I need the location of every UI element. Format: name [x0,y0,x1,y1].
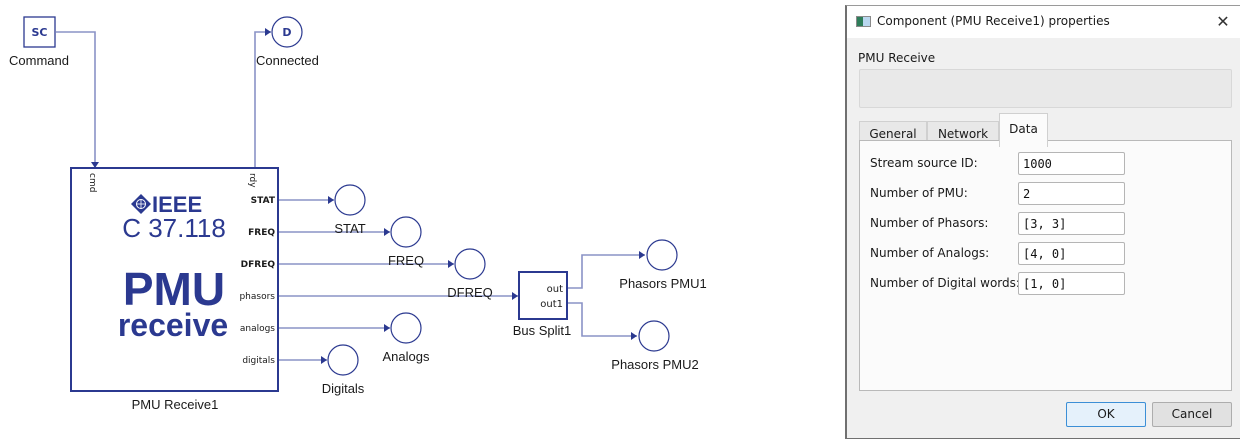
tab-data-label: Data [1009,122,1038,136]
phasors-pmu1-label: Phasors PMU1 [619,276,706,291]
freq-output-label: FREQ [388,253,424,268]
ieee-diamond-icon [131,194,151,214]
close-icon: ✕ [1216,12,1230,31]
standard-text: C 37.118 [122,213,226,243]
pmu-receive-block[interactable]: cmd rdy IEEE C 37.118 PMU receive STAT F… [70,167,279,392]
ieee-text: IEEE [152,192,202,217]
connected-output-block[interactable]: D [271,16,303,48]
data-tab-panel: Stream source ID: Number of PMU: Number … [859,140,1232,391]
number-of-pmu-input[interactable] [1018,182,1125,205]
cancel-button[interactable]: Cancel [1152,402,1232,427]
port-digitals: digitals [242,356,275,366]
port-dfreq: DFREQ [241,260,276,270]
wires [56,28,645,364]
wire-rdy-connected[interactable] [254,28,271,168]
stream-source-id-input[interactable] [1018,152,1125,175]
tab-data[interactable]: Data [999,113,1048,147]
port-analogs: analogs [240,324,275,334]
number-of-digital-words-input[interactable] [1018,272,1125,295]
phasors-pmu2-output[interactable] [638,320,670,352]
command-label: Command [9,53,69,68]
connected-label: Connected [256,53,319,68]
number-of-digital-words-label: Number of Digital words: [870,276,1020,290]
port-out1: out1 [540,299,563,310]
port-freq: FREQ [248,228,275,238]
wire-command-cmd[interactable] [56,31,99,168]
receive-title: receive [118,307,228,343]
stat-output[interactable] [334,184,366,216]
number-of-analogs-input[interactable] [1018,242,1125,265]
component-type-label: PMU Receive [858,51,936,65]
description-box [859,69,1232,108]
digitals-output-label: Digitals [322,381,365,396]
digitals-output[interactable] [327,344,359,376]
analogs-output[interactable] [390,312,422,344]
analogs-output-label: Analogs [383,349,430,364]
ok-button[interactable]: OK [1066,402,1146,427]
stat-output-label: STAT [334,221,365,236]
properties-dialog: Component (PMU Receive1) properties ✕ PM… [845,5,1240,439]
number-of-analogs-label: Number of Analogs: [870,246,990,260]
phasors-pmu1-output[interactable] [646,239,678,271]
dialog-title: Component (PMU Receive1) properties [877,14,1110,28]
dfreq-output-label: DFREQ [447,285,493,300]
port-rdy: rdy [247,173,257,188]
app-icon [856,16,871,27]
command-source-block[interactable]: SC [23,16,56,48]
stream-source-id-label: Stream source ID: [870,156,978,170]
freq-output[interactable] [390,216,422,248]
port-phasors: phasors [239,292,275,302]
tab-general-label: General [869,127,917,141]
wire-out1-pmu2[interactable] [567,302,637,340]
bus-split-name: Bus Split1 [513,323,572,338]
tab-network-label: Network [937,127,989,141]
connected-glyph: D [282,26,291,39]
wire-out-pmu1[interactable] [567,251,645,289]
number-of-phasors-input[interactable] [1018,212,1125,235]
port-out: out [547,284,563,295]
pmu-block-name: PMU Receive1 [132,397,219,412]
pmu-title: PMU [123,263,225,315]
ieee-logo: IEEE [131,192,202,217]
port-stat: STAT [251,196,276,206]
port-cmd: cmd [87,173,97,192]
bus-split-block[interactable]: out out1 [518,271,568,320]
dialog-titlebar[interactable]: Component (PMU Receive1) properties ✕ [847,6,1240,38]
source-glyph: SC [32,26,48,39]
close-button[interactable]: ✕ [1210,10,1236,34]
schematic-canvas[interactable]: SC Command D Connected cmd rdy IEEE C 37… [0,0,840,447]
number-of-pmu-label: Number of PMU: [870,186,968,200]
dfreq-output[interactable] [454,248,486,280]
number-of-phasors-label: Number of Phasors: [870,216,989,230]
phasors-pmu2-label: Phasors PMU2 [611,357,698,372]
